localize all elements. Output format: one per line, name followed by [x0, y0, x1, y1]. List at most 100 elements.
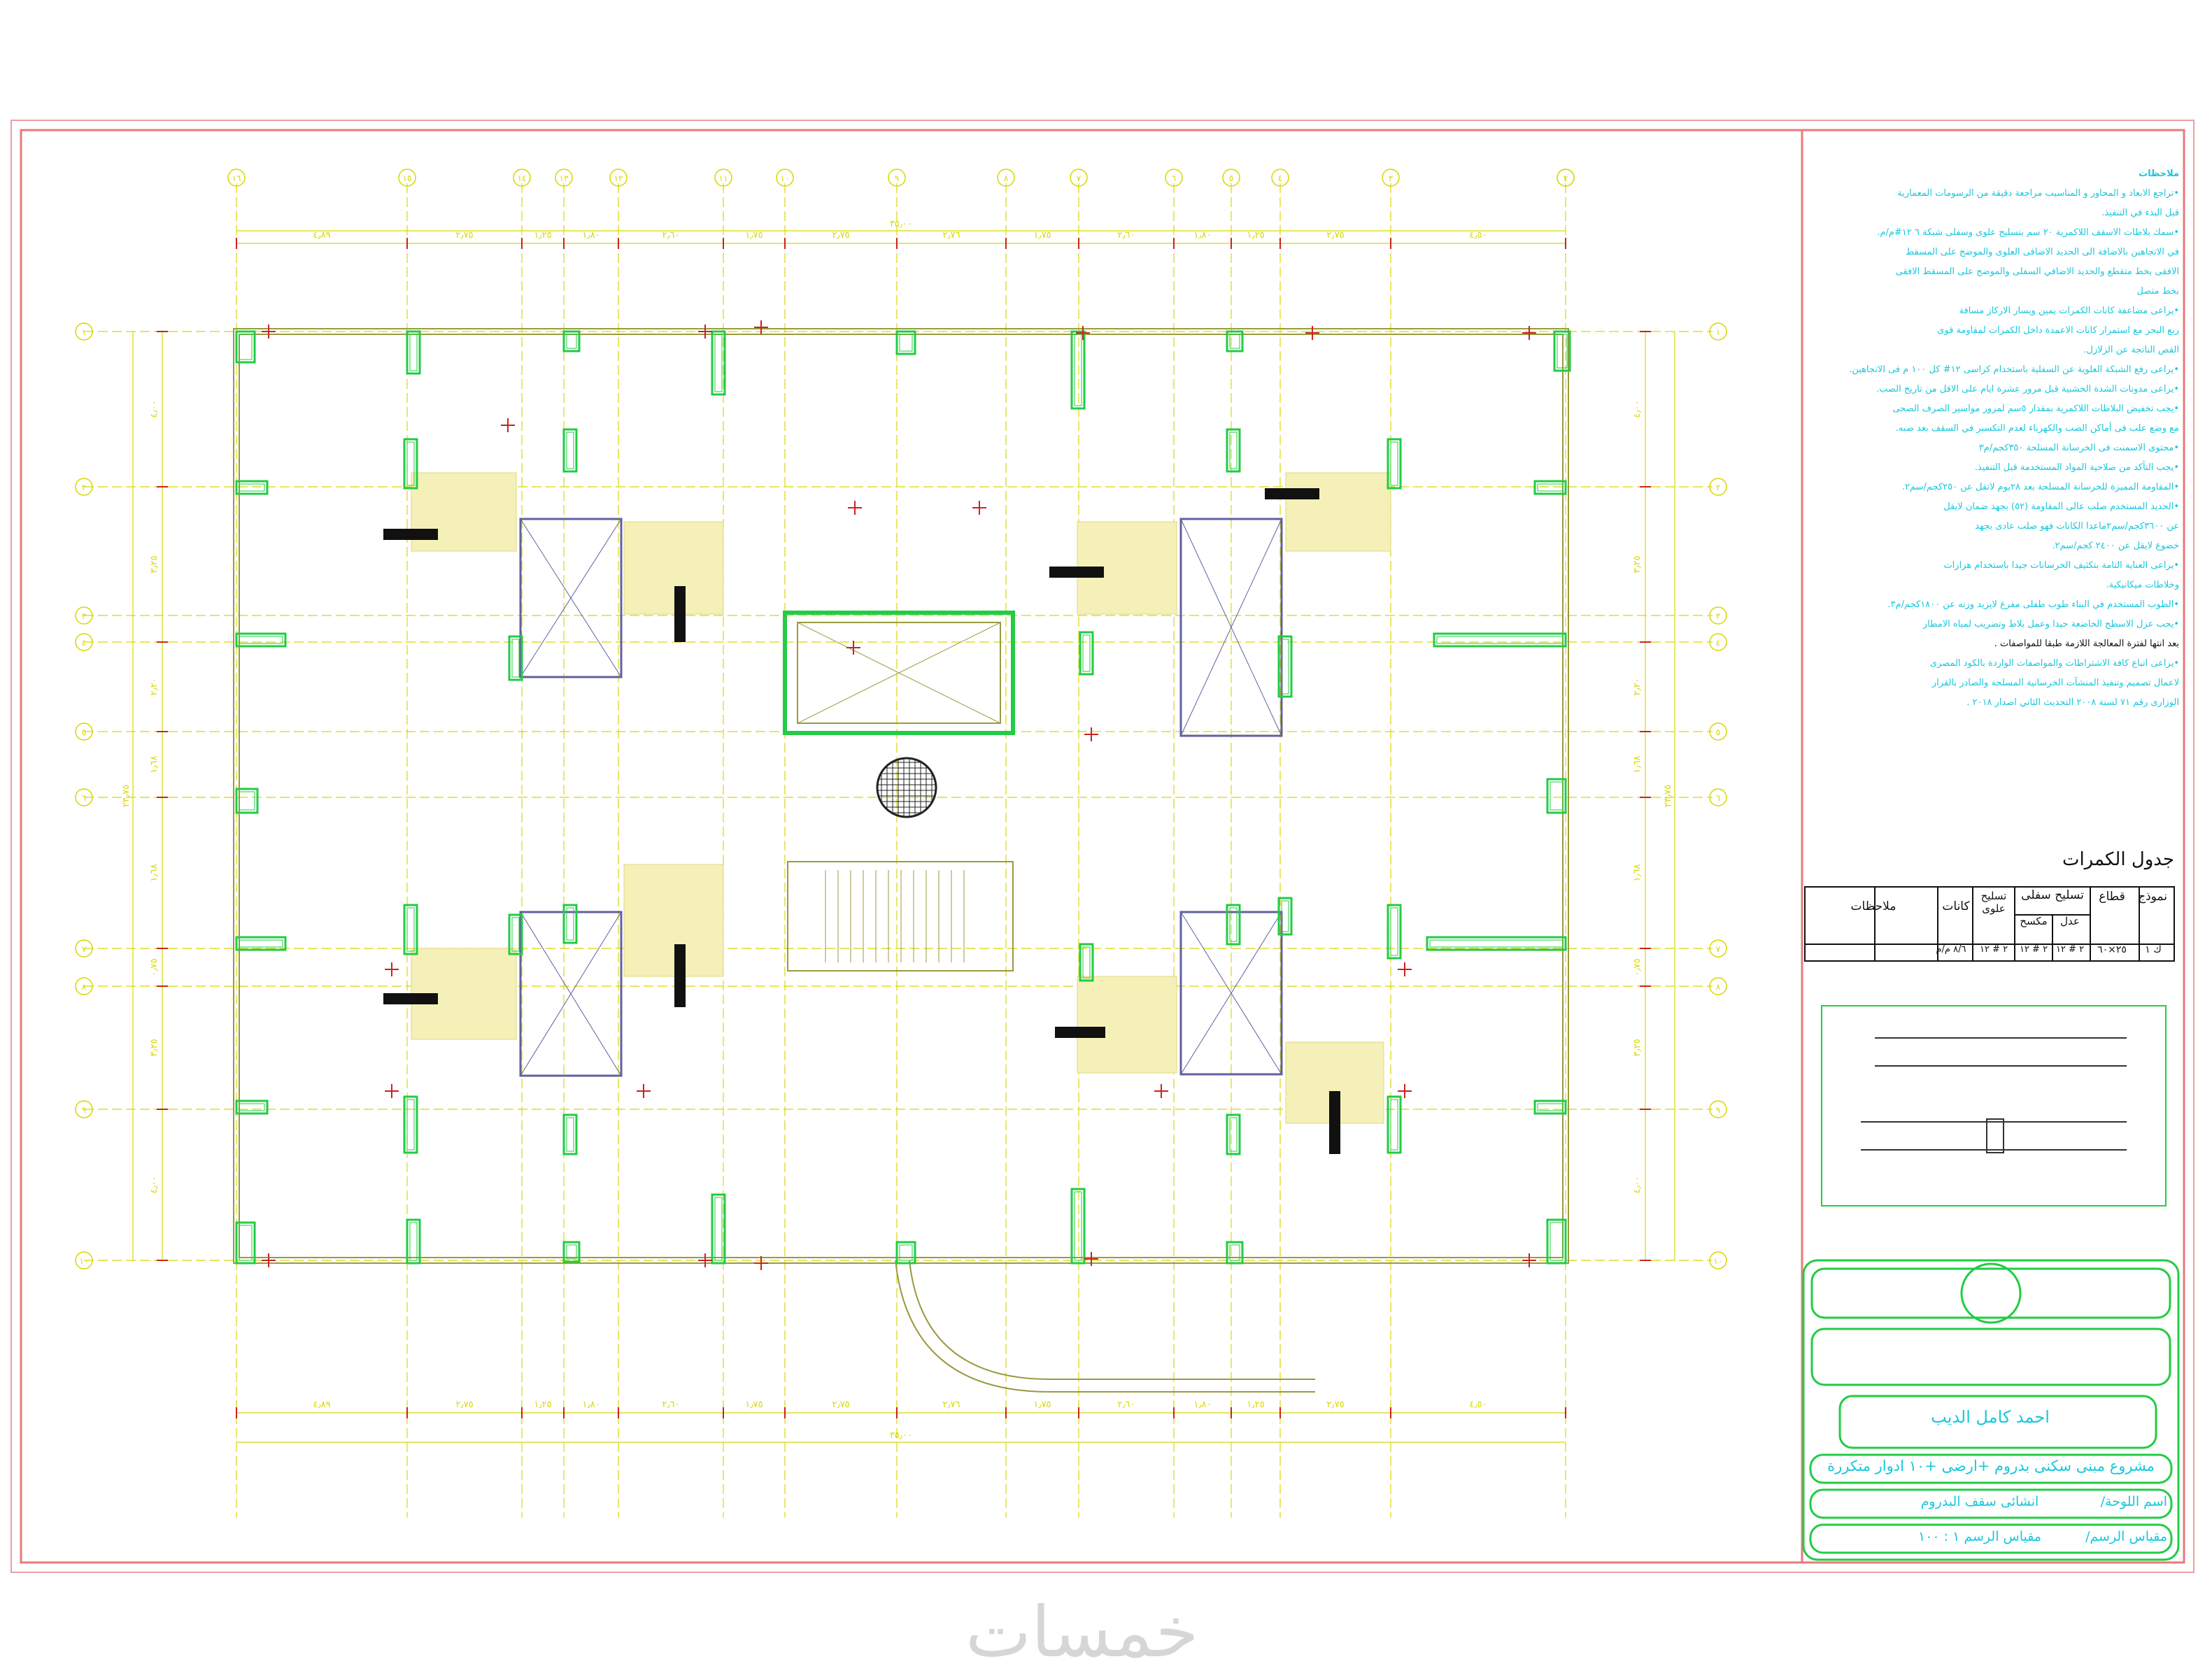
- grid-bubble: [75, 939, 93, 958]
- dim-text: ١٫٨٠: [1193, 230, 1211, 241]
- dim-text: ٢٫٦٠: [662, 1400, 679, 1410]
- grid-bubble: [1070, 169, 1088, 187]
- dim-text: ٢٫٧٥: [832, 1400, 849, 1410]
- column-hatch: [1537, 483, 1564, 492]
- grid-bubble: [714, 169, 732, 187]
- ramp-curve: [909, 1260, 1315, 1380]
- grid-label: ٣: [1389, 173, 1394, 183]
- column-hatch: [239, 483, 265, 492]
- beam-marker: [1055, 1027, 1105, 1038]
- column: [235, 788, 259, 814]
- note-line: •محتوى الاسمنت فى الخرسانة المسلحة ٣٥٠كج…: [1978, 443, 2179, 453]
- grid-label: ٥: [1229, 173, 1233, 183]
- dim-text: ٣٫٢٥: [149, 555, 159, 573]
- elevator-shaft: [519, 911, 623, 1077]
- drawing-name: انشائى سقف البدروم: [1920, 1494, 2039, 1509]
- note-line: القص الناتجة عن الزلازل.: [2083, 345, 2179, 355]
- dim-text: ٢٫٧٦: [942, 230, 960, 241]
- dim-text: ١٫٧٥: [745, 1400, 763, 1410]
- column: [1546, 1218, 1567, 1265]
- shaft-cross: [520, 911, 622, 1076]
- column: [235, 1099, 269, 1115]
- column: [1226, 1113, 1241, 1155]
- drop-panel: [623, 521, 724, 615]
- column: [1533, 480, 1567, 495]
- grid-label: ٧: [1716, 944, 1721, 954]
- dim-total: ٢٣٫٧٥: [121, 785, 132, 807]
- dim-text: ٣٫٢٥: [149, 1039, 159, 1056]
- grid-label: ١٥: [403, 173, 412, 183]
- dim-text: ١٫٢٥: [1247, 1400, 1264, 1410]
- note-line: •الطوب المستخدم في البناء طوب طفلى مفرغ …: [1887, 599, 2179, 610]
- grid-label: ٢: [1564, 173, 1568, 183]
- column: [235, 936, 287, 951]
- row-section: ٢٥×٦٠: [2097, 944, 2127, 955]
- grid-label: ١٠: [80, 1256, 89, 1266]
- column-hatch: [566, 1117, 574, 1152]
- column-hatch: [1229, 907, 1238, 942]
- column: [1553, 330, 1571, 372]
- grid-label: ١٣: [560, 173, 569, 183]
- dim-text: ٠٫٧٥: [1632, 958, 1643, 976]
- grid-label: ٢: [1716, 483, 1720, 492]
- inner-frame: [20, 129, 2185, 1564]
- grid-bubble: [1382, 169, 1400, 187]
- grid-bubble: [1165, 169, 1183, 187]
- grid-bubble: [75, 478, 93, 496]
- grid-label: ١٢: [614, 173, 623, 183]
- header-stirrups: كانات: [1942, 899, 1970, 913]
- column-hatch: [1281, 900, 1289, 932]
- column-hatch: [899, 1244, 913, 1261]
- column-hatch: [409, 334, 418, 371]
- column-hatch: [1229, 432, 1238, 469]
- note-line: ربع البحر مع استمرار كانات الاعمدة داخل …: [1937, 325, 2179, 336]
- header-bottom-rft: تسليح سفلى: [2021, 888, 2084, 902]
- column-hatch: [899, 334, 913, 352]
- drawing-label: اسم اللوحة/: [2100, 1494, 2167, 1509]
- notes-black-line: بعد انتها لفترة المعالجة اللازمة طبقا لل…: [1994, 639, 2179, 649]
- column-hatch: [714, 334, 723, 392]
- grid-bubble: [227, 169, 246, 187]
- column-hatch: [566, 1244, 577, 1260]
- row-stirrups: ٨/٦ م/م: [1936, 944, 1966, 955]
- dim-text: ١٫٢٥: [534, 230, 551, 241]
- stair-opening: [787, 861, 1014, 971]
- shaft-cross: [520, 518, 622, 678]
- note-line: •يراعى رفع الشبكة العلوية عن السفلية باس…: [1849, 364, 2179, 375]
- column: [508, 913, 523, 955]
- dim-total: ٣٥٫٠٠: [890, 219, 912, 229]
- drop-panel: [623, 864, 724, 977]
- column: [235, 330, 256, 364]
- grid-label: ٧: [82, 944, 87, 954]
- column: [406, 1218, 421, 1265]
- grid-label: ١٠: [781, 173, 790, 183]
- row-model: ك ١: [2145, 944, 2162, 955]
- column-hatch: [1074, 334, 1082, 406]
- column-hatch: [1390, 1099, 1398, 1151]
- dim-text: ٣٫٢٥: [1632, 1039, 1643, 1056]
- column: [406, 330, 421, 375]
- dim-text: ٢٫٧٦: [942, 1400, 960, 1410]
- beam-marker: [1329, 1091, 1340, 1154]
- dim-text: ٤٫٠٠: [149, 400, 159, 418]
- column: [1387, 1095, 1402, 1154]
- skylight: [876, 757, 937, 818]
- note-line: لاعمال تصميم وتنفيذ المنشآت الخرسانية ال…: [1931, 678, 2179, 688]
- grid-bubble: [1709, 788, 1727, 806]
- grid-bubble: [75, 1100, 93, 1118]
- column: [711, 330, 726, 396]
- grid-bubble: [1709, 1100, 1727, 1118]
- dim-text: ١٫٢٥: [534, 1400, 551, 1410]
- grid-label: ٨: [1004, 173, 1009, 183]
- grid-bubble: [1557, 169, 1575, 187]
- grid-label: ٤: [1716, 638, 1720, 648]
- grid-bubble: [888, 169, 906, 187]
- header-remarks: ملاحظات: [1850, 899, 1896, 913]
- grid-label: ٨: [82, 982, 87, 992]
- note-line: وخلاطات ميكانيكية.: [2106, 580, 2179, 590]
- grid-label: ٦: [1172, 173, 1176, 183]
- column-hatch: [239, 939, 283, 948]
- dim-text: ٤٫٥٠: [1469, 1400, 1487, 1410]
- drop-panel: [1285, 472, 1391, 552]
- column: [1426, 936, 1567, 951]
